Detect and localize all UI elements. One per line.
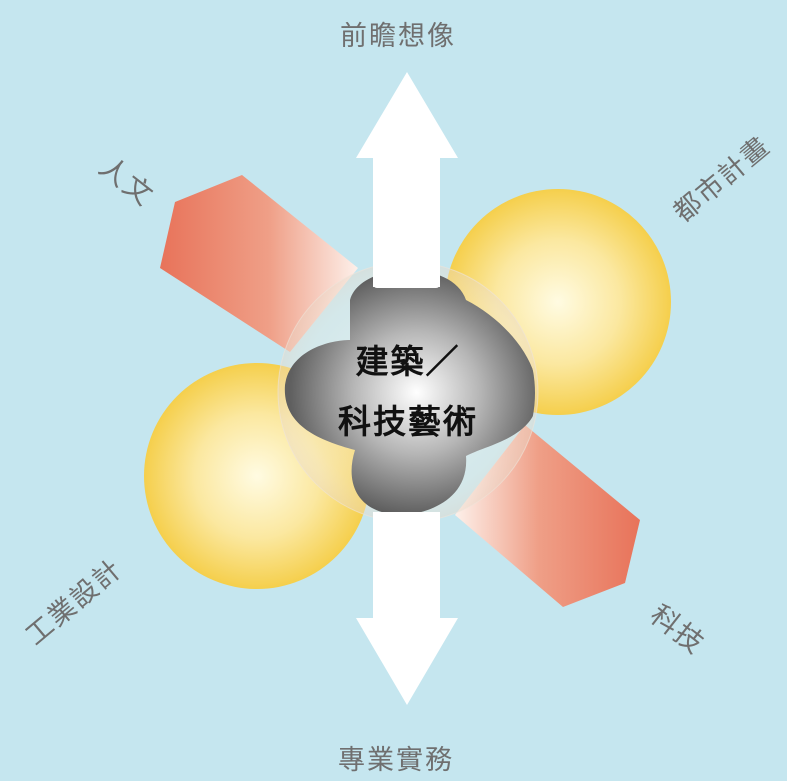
arrow-up bbox=[356, 72, 458, 287]
label-top: 前瞻想像 bbox=[340, 21, 456, 52]
center-label-line1: 建築／ bbox=[355, 342, 461, 381]
center-label-line2: 科技藝術 bbox=[338, 402, 478, 441]
arrow-up-stub bbox=[373, 272, 440, 288]
core-shape bbox=[284, 270, 535, 516]
arrow-down bbox=[356, 512, 458, 705]
label-bottom: 專業實務 bbox=[338, 745, 454, 776]
